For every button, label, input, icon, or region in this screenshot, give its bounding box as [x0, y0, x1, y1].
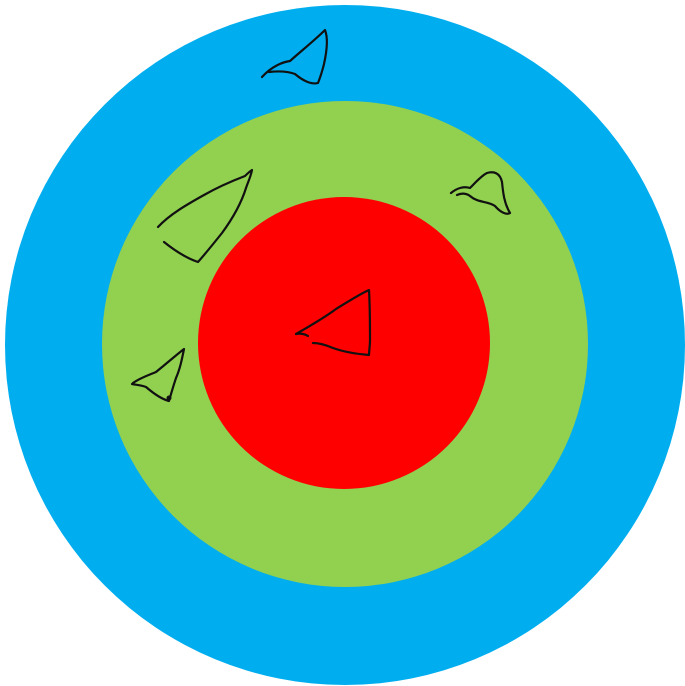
ink-dot	[167, 396, 172, 401]
inner-ring	[198, 197, 490, 489]
